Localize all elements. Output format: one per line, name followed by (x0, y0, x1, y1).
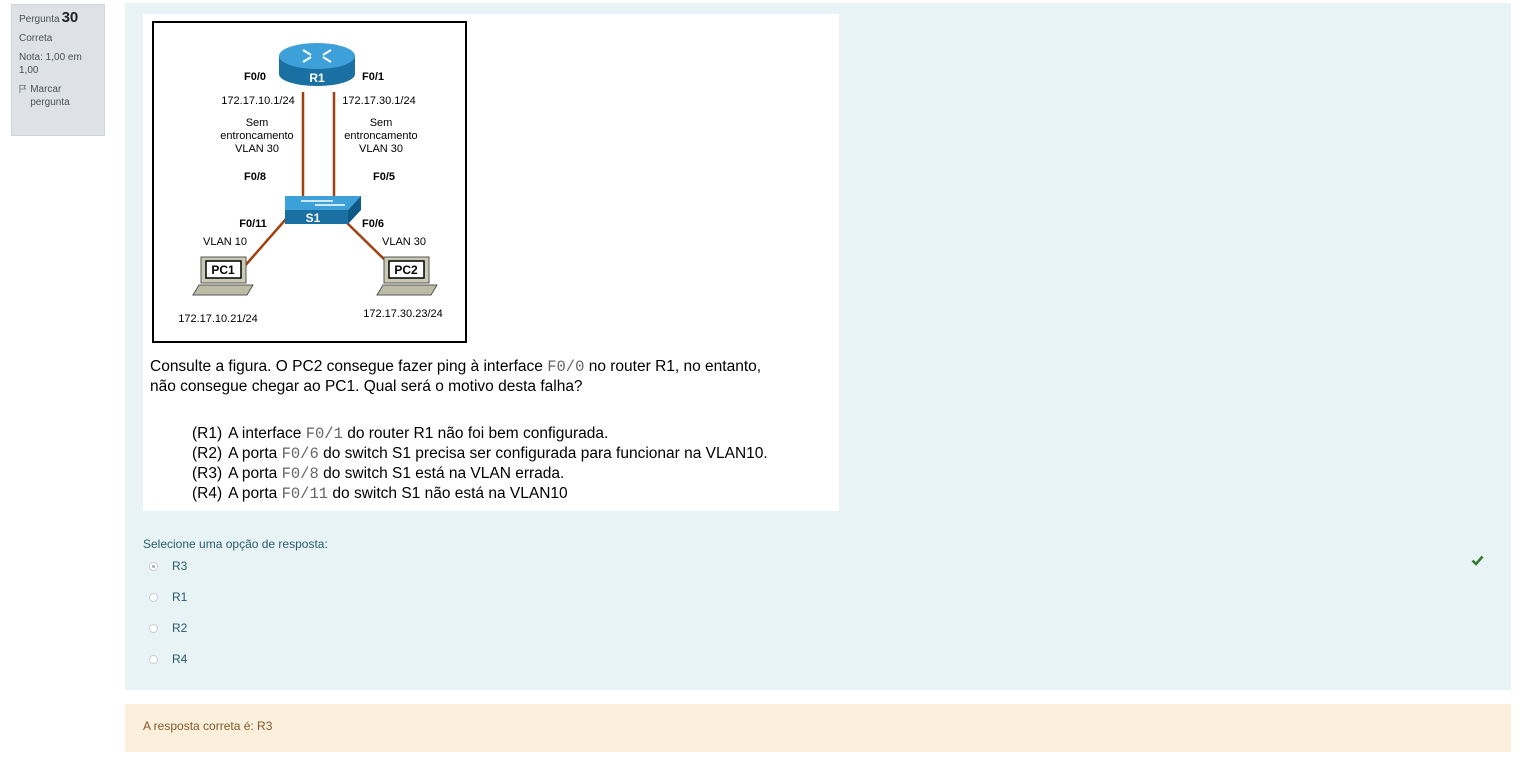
choice-r2-a: A porta (228, 445, 281, 462)
answer-prompt: Selecione uma opção de resposta: (143, 537, 328, 551)
pc1-label: PC1 (211, 263, 235, 277)
correct-answer-text: A resposta correta é: R3 (143, 719, 273, 733)
flag-icon (19, 84, 27, 94)
port-f01: F0/1 (362, 71, 384, 83)
pc1-icon: PC1 (192, 256, 254, 296)
correct-check-icon (1471, 555, 1484, 566)
vlan-pc2: VLAN 30 (382, 236, 426, 248)
ip-r1-f00: 172.17.10.1/24 (221, 95, 294, 107)
choice-r2-code: F0/6 (282, 445, 319, 463)
ip-pc1: 172.17.10.21/24 (178, 313, 258, 325)
question-line-1-code: F0/0 (547, 358, 584, 376)
choice-r1: (R1) A interface F0/1 do router R1 não fo… (192, 425, 608, 443)
choice-r4-id: (R4) (192, 485, 222, 502)
left-note-1: Sem (246, 117, 269, 129)
choice-r4-a: A porta (228, 485, 281, 502)
answer-option-r2[interactable]: R2 (149, 621, 187, 635)
choice-r1-b: do router R1 não foi bem configurada. (343, 425, 608, 442)
flag-question-button[interactable]: Marcar pergunta (19, 83, 97, 109)
question-line-1: Consulte a figura. O PC2 consegue fazer … (150, 358, 761, 376)
question-line-1-b: no router R1, no entanto, (584, 358, 761, 375)
question-grade: Nota: 1,00 em 1,00 (19, 52, 82, 76)
answer-option-r3-label: R3 (172, 559, 188, 573)
switch-label: S1 (306, 211, 321, 225)
right-note-1: Sem (370, 117, 393, 129)
port-f00: F0/0 (244, 71, 266, 83)
question-state: Correta (19, 33, 53, 44)
choice-r1-code: F0/1 (306, 425, 343, 443)
choice-r3-code: F0/8 (282, 465, 319, 483)
port-f011: F0/11 (239, 218, 267, 230)
ip-r1-f01: 172.17.30.1/24 (342, 95, 415, 107)
choice-r1-id: (R1) (192, 425, 222, 442)
question-label: Pergunta (19, 14, 60, 25)
pc2-icon: PC2 (376, 256, 438, 296)
question-image: R1 S1 PC1 PC2 (143, 14, 839, 511)
right-note-3: VLAN 30 (359, 143, 403, 155)
radio-r1[interactable] (149, 592, 158, 602)
choice-r3-b: do switch S1 está na VLAN errada. (319, 465, 565, 482)
link-s1-pc2 (342, 218, 390, 265)
answer-option-r4[interactable]: R4 (149, 652, 187, 666)
right-note-2: entroncamento (344, 130, 417, 142)
choice-r3-id: (R3) (192, 465, 222, 482)
radio-r3[interactable] (149, 561, 158, 571)
pc2-label: PC2 (394, 263, 418, 277)
ip-pc2: 172.17.30.23/24 (363, 308, 443, 320)
answer-option-r2-label: R2 (172, 621, 188, 635)
question-number-value: 30 (61, 9, 79, 26)
question-content: R1 S1 PC1 PC2 (125, 3, 1511, 690)
choice-r2: (R2) A porta F0/6 do switch S1 precisa se… (192, 445, 768, 463)
switch-icon: S1 (285, 196, 361, 225)
radio-r4[interactable] (149, 654, 158, 664)
flag-question-label: Marcar pergunta (30, 84, 70, 108)
router-icon: R1 (279, 43, 355, 86)
left-note-2: entroncamento (220, 130, 293, 142)
answer-option-r3[interactable]: R3 (149, 559, 187, 573)
port-f05: F0/5 (373, 171, 395, 183)
port-f06: F0/6 (362, 218, 384, 230)
correct-answer-feedback: A resposta correta é: R3 (125, 704, 1511, 752)
link-s1-pc1 (242, 218, 287, 269)
left-note-3: VLAN 30 (235, 143, 279, 155)
question-line-1-a: Consulte a figura. O PC2 consegue fazer … (150, 358, 547, 375)
choice-r4-code: F0/11 (282, 485, 329, 503)
answer-option-r1-label: R1 (172, 590, 188, 604)
choice-r4: (R4) A porta F0/11 do switch S1 não está … (192, 485, 568, 503)
choice-r2-b: do switch S1 precisa ser configurada par… (319, 445, 768, 462)
choice-r3-a: A porta (228, 465, 281, 482)
network-diagram: R1 S1 PC1 PC2 (150, 21, 768, 503)
choice-r4-b: do switch S1 não está na VLAN10 (328, 485, 568, 502)
vlan-pc1: VLAN 10 (203, 236, 247, 248)
answer-option-r4-label: R4 (172, 652, 188, 666)
answer-option-r1[interactable]: R1 (149, 590, 187, 604)
radio-r2[interactable] (149, 623, 158, 633)
router-label: R1 (309, 71, 325, 85)
question-line-2: não consegue chegar ao PC1. Qual será o … (150, 378, 583, 395)
choice-r2-id: (R2) (192, 445, 222, 462)
choice-r1-a: A interface (228, 425, 306, 442)
port-f08: F0/8 (244, 171, 266, 183)
choice-r3: (R3) A porta F0/8 do switch S1 está na VL… (192, 465, 564, 483)
